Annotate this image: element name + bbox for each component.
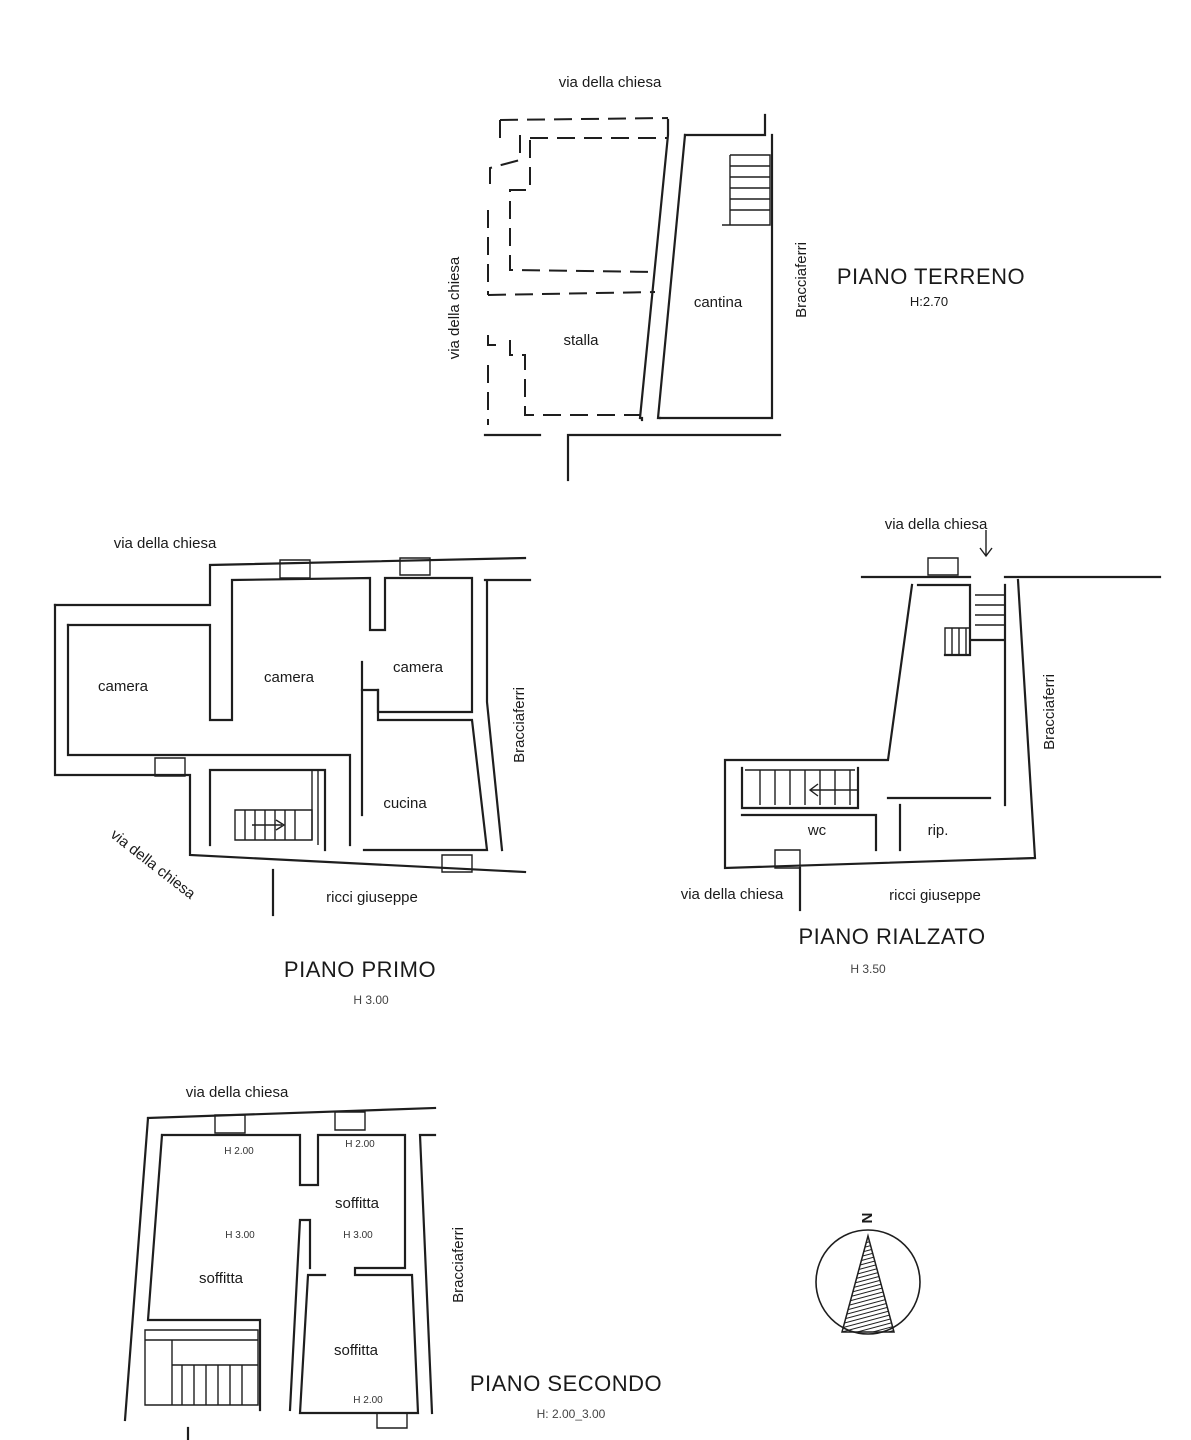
secondo-height-mark-4: H 3.00 [343,1230,373,1241]
rialzato-room-rip: rip. [928,822,949,839]
rialzato-room-wc: wc [807,822,827,839]
primo-street-bottom: ricci giuseppe [326,889,418,906]
plan-piano-rialzato: via della chiesa Bracciaferri via della … [681,516,1162,976]
rialzato-street-top: via della chiesa [885,516,988,533]
secondo-street-right: Bracciaferri [450,1227,467,1303]
primo-street-right: Bracciaferri [511,687,528,763]
rialzato-street-bottom-left: via della chiesa [681,886,784,903]
primo-street-top: via della chiesa [114,535,217,552]
terreno-room-stalla: stalla [563,332,599,349]
plan-piano-terreno: via della chiesa via della chiesa Bracci… [446,74,1025,482]
secondo-room-soffitta-1: soffitta [199,1270,244,1287]
secondo-height-mark-3: H 3.00 [225,1230,255,1241]
primo-room-camera-1: camera [98,678,149,695]
terreno-street-right: Bracciaferri [793,242,810,318]
secondo-room-soffitta-2: soffitta [335,1195,380,1212]
rialzato-height: H 3.50 [850,962,886,976]
secondo-height: H: 2.00_3.00 [537,1407,606,1421]
secondo-title: PIANO SECONDO [470,1371,662,1396]
primo-room-cucina: cucina [383,795,427,812]
secondo-height-mark-2: H 2.00 [345,1139,375,1150]
terreno-room-cantina: cantina [694,294,743,311]
primo-height: H 3.00 [353,993,389,1007]
terreno-street-left: via della chiesa [446,256,463,359]
terreno-height: H:2.70 [910,294,948,309]
rialzato-street-right: Bracciaferri [1041,674,1058,750]
plan-piano-secondo: via della chiesa Bracciaferri soffitta s… [123,1084,662,1440]
primo-room-camera-3: camera [393,659,444,676]
secondo-height-mark-1: H 2.00 [224,1146,254,1157]
secondo-room-soffitta-3: soffitta [334,1342,379,1359]
north-arrow-icon: N [815,1213,921,1335]
rialzato-street-bottom: ricci giuseppe [889,887,981,904]
primo-room-camera-2: camera [264,669,315,686]
terreno-title: PIANO TERRENO [837,264,1025,289]
secondo-street-top: via della chiesa [186,1084,289,1101]
primo-street-diag: via della chiesa [107,826,199,903]
rialzato-title: PIANO RIALZATO [798,924,985,949]
primo-title: PIANO PRIMO [284,957,436,982]
north-label: N [858,1213,875,1224]
plan-piano-primo: via della chiesa via della chiesa Bracci… [53,535,532,1007]
terreno-street-top: via della chiesa [559,74,662,91]
secondo-height-mark-5: H 2.00 [353,1395,383,1406]
